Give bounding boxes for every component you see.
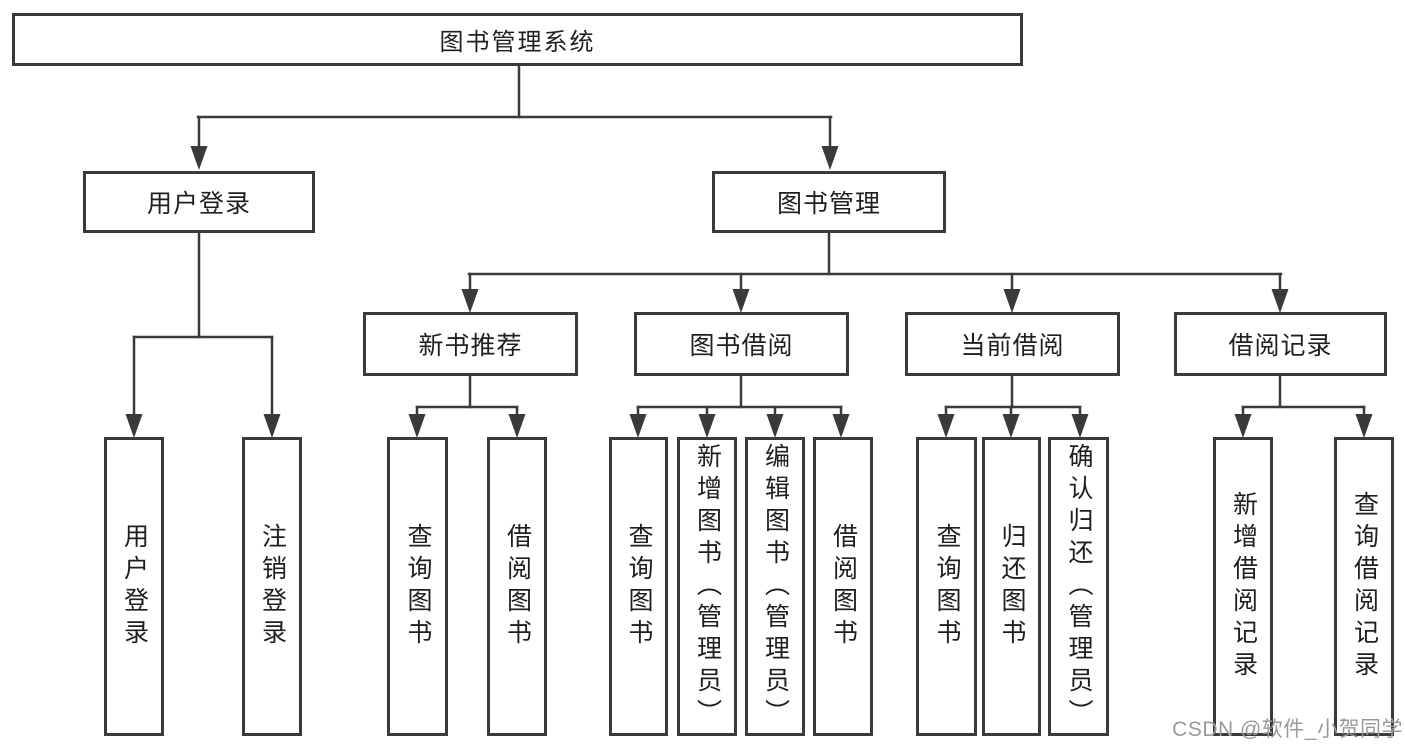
connector-lines [132,64,1366,417]
node-book-management: 图书管理 [712,171,946,233]
arrowhead-icons [125,146,1373,438]
leaf-add-borrow-record: 新增借阅记录 [1213,437,1273,736]
node-book-borrow: 图书借阅 [634,312,849,376]
leaf-query-books-current: 查询图书 [916,437,977,736]
leaf-edit-book-admin: 编辑图书（管理员） [745,437,805,736]
leaf-query-borrow-record: 查询借阅记录 [1334,437,1394,736]
leaf-logout: 注销登录 [242,437,302,736]
csdn-watermark: CSDN @软件_小贺同学 [1172,718,1403,741]
leaf-borrow-books: 借阅图书 [813,437,873,736]
leaf-query-books-borrow: 查询图书 [609,437,668,736]
leaf-return-book: 归还图书 [982,437,1041,736]
node-new-book-recommend: 新书推荐 [363,312,578,376]
leaf-confirm-return-admin: 确认归还（管理员） [1048,437,1109,736]
leaf-user-login: 用户登录 [104,437,164,736]
node-user-login: 用户登录 [83,171,315,233]
node-current-borrow: 当前借阅 [905,312,1120,376]
node-borrow-records: 借阅记录 [1174,312,1387,376]
leaf-borrow-books-recommend: 借阅图书 [487,437,547,736]
leaf-query-books-recommend: 查询图书 [387,437,448,736]
leaf-add-book-admin: 新增图书（管理员） [677,437,737,736]
node-library-management-system: 图书管理系统 [12,13,1023,66]
